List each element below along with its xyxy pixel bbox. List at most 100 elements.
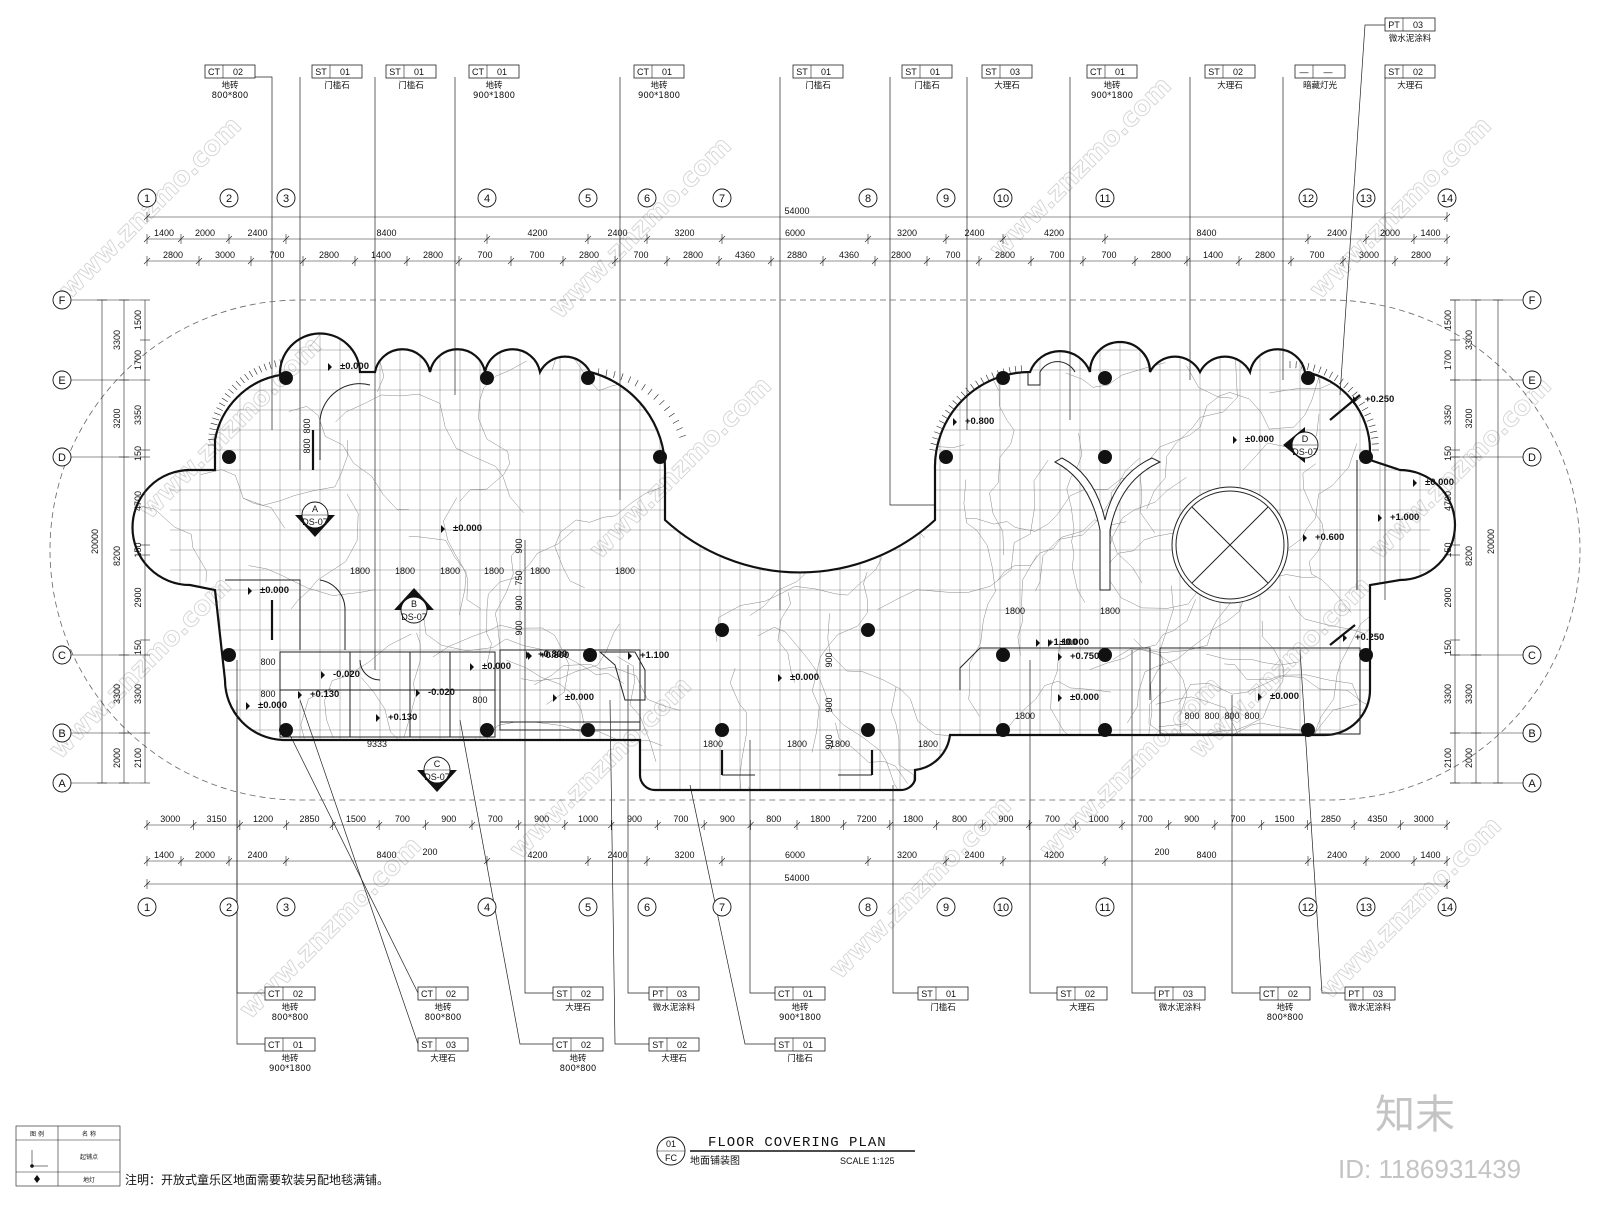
elevation-label: +1.000 [1390,512,1419,523]
material-code: PT [1388,20,1400,30]
dimension-label: 2400 [964,850,984,860]
material-number: 01 [662,67,672,77]
material-desc: 大理石 [994,80,1020,91]
column [939,450,953,464]
material-size: 800*800 [425,1013,462,1023]
dimension-label: 3000 [1414,814,1434,824]
axis-label: 2 [226,193,232,205]
dimension-label: 900 [441,814,456,824]
dimension-label: 700 [477,250,492,260]
axis-bubble-bottom [137,897,157,917]
column [222,450,236,464]
restroom-block [279,651,496,738]
material-code: ST [921,989,933,999]
column [996,723,1010,737]
elevation-label: +0.800 [538,649,567,660]
interior-dimension: 800 [1184,711,1199,721]
elevation-marker [470,663,474,671]
dimension-label: 3200 [674,228,694,238]
material-number: 02 [233,67,243,77]
material-number: 03 [446,1040,456,1050]
axis-bubble-bottom [858,897,878,917]
material-desc: 大理石 [565,1002,591,1013]
column [653,450,667,464]
material-number: 03 [1413,20,1423,30]
interior-dimension: 900 [514,538,524,553]
material-desc: 大理石 [661,1053,687,1064]
material-number: 02 [446,989,456,999]
axis-label: C [58,650,66,662]
dimension-label: 4200 [527,850,547,860]
material-desc: 微水泥涂料 [1389,33,1432,44]
dimension-label: 700 [1309,250,1324,260]
axis-bubble-top [578,188,598,208]
elevation-marker [248,587,252,595]
material-size: 900*1800 [638,91,680,101]
tag-leader [255,76,273,430]
dimension-label: 900 [720,814,735,824]
dimension-label: 700 [945,250,960,260]
drawing-title-en: FLOOR COVERING PLAN [708,1135,887,1151]
tag-leader [524,540,553,994]
dimension-label: 700 [488,814,503,824]
material-desc: 大理石 [1217,80,1243,91]
column [996,371,1010,385]
dimension-label: 3150 [207,814,227,824]
section-letter: D [1302,434,1309,444]
dimension-label: 2000 [1464,748,1474,768]
axis-label: D [1528,452,1536,464]
dimension-label: 900 [627,814,642,824]
dimension-label: 2800 [995,250,1015,260]
dimension-label: 8400 [1196,850,1216,860]
column [1098,723,1112,737]
elevation-label: -0.020 [333,669,360,680]
dimension-label: 6000 [785,228,805,238]
interior-dimension: 900 [824,652,834,667]
drawing-title-block: 01 FC FLOOR COVERING PLAN 地面铺装图 SCALE 1:… [656,1135,915,1167]
legend-table: 图 例 名 称 起铺点 地灯 [15,1125,121,1187]
interior-dimension: 800 [1204,711,1219,721]
dimension-label: 2850 [299,814,319,824]
elevation-marker [1058,694,1062,702]
interior-dimension: 1800 [484,566,504,576]
axis-bubble-top [276,188,296,208]
material-desc: 地砖 [791,1002,809,1013]
drawing-scale: SCALE 1:125 [840,1156,895,1166]
dimension-label: 3350 [1443,405,1453,425]
dimension-label: 2100 [1443,748,1453,768]
axis-label: A [58,778,66,790]
elevation-marker [528,652,532,660]
dimension-label: 4700 [133,491,143,511]
dimension-label: 2800 [319,250,339,260]
dimension-label: 700 [1138,814,1153,824]
tag-leader [889,77,935,506]
elevation-label: +0.750 [1070,651,1099,662]
axis-label: 11 [1099,902,1110,914]
interior-dimension: 1800 [440,566,460,576]
axis-label: 14 [1441,902,1453,914]
material-number: 01 [1115,67,1125,77]
material-size: 800*800 [560,1064,597,1074]
dimension-label: 2000 [112,748,122,768]
section-sheet: DS-07 [401,612,427,622]
dimension-label: 1500 [346,814,366,824]
dimension-label: 700 [1101,250,1116,260]
axis-bubble-bottom [1437,897,1457,917]
dimension-label: 700 [633,250,648,260]
material-number: 03 [677,989,687,999]
material-code: ST [1060,989,1072,999]
dimension-label: 3200 [897,228,917,238]
material-number: — [1324,67,1333,77]
dimension-label: 2000 [195,850,215,860]
axis-label: 13 [1360,193,1372,205]
material-code: — [1300,67,1309,77]
material-desc: 地砖 [1276,1002,1294,1013]
material-number: 01 [803,989,813,999]
dimension-label: 4200 [527,228,547,238]
tag-leader [892,785,918,994]
material-desc: 地砖 [281,1053,299,1064]
